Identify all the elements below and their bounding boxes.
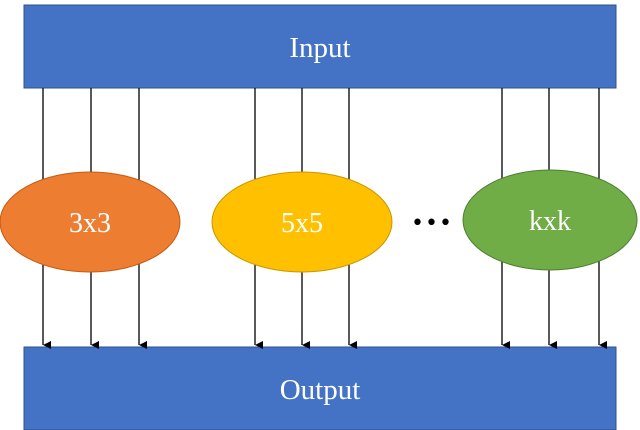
node-5x5-label: 5x5 (281, 208, 323, 239)
ellipsis-dots: ••• (411, 211, 453, 236)
node-3x3-label: 3x3 (69, 208, 111, 239)
input-box-label: Input (289, 32, 350, 64)
input-box-rect (23, 4, 617, 89)
node-3x3-ellipse (0, 171, 181, 273)
output-box-label: Output (280, 374, 361, 406)
node-kxk-ellipse (462, 169, 638, 271)
node-kxk: kxk (462, 169, 638, 271)
node-5x5-ellipse (211, 171, 393, 273)
input-box: Input (23, 4, 617, 89)
output-box-rect (23, 346, 617, 430)
node-kxk-label: kxk (529, 206, 571, 237)
node-3x3: 3x3 (0, 171, 181, 273)
output-box: Output (23, 346, 617, 430)
node-5x5: 5x5 (211, 171, 393, 273)
